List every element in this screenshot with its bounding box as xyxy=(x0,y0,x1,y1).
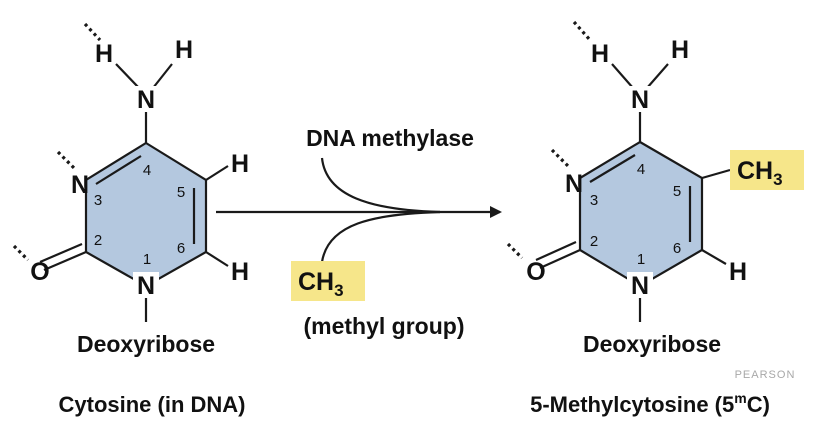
publisher-watermark: PEARSON xyxy=(735,369,796,381)
bond-amino-h xyxy=(115,63,140,89)
atom-backing xyxy=(134,86,158,112)
atom-o: O xyxy=(30,258,49,286)
hbond-n3 xyxy=(550,148,570,168)
double-bond-c2-o xyxy=(539,248,581,270)
ring-number-6: 6 xyxy=(673,240,681,257)
hbond-amino-h xyxy=(572,20,592,42)
ring-number-6: 6 xyxy=(177,240,185,257)
added-methyl-highlight xyxy=(730,150,804,190)
bond-amino-h2 xyxy=(152,63,173,89)
atom-h-amino-2: H xyxy=(671,36,689,64)
hbond-n3 xyxy=(56,150,76,170)
atom-h-amino-1: H xyxy=(95,40,113,68)
bond-amino-h xyxy=(611,63,634,89)
methylcytosine-molecule: N H H N O N H CH3 4 3 2 1 5 6 Deoxyribos… xyxy=(506,20,804,417)
ring-number-3: 3 xyxy=(94,192,102,209)
atom-backing xyxy=(133,272,159,298)
methyl-donor-highlight xyxy=(291,261,365,301)
atom-backing xyxy=(628,86,652,112)
atom-backing xyxy=(627,272,653,298)
atom-h6: H xyxy=(231,258,249,286)
hbond-o xyxy=(12,244,30,262)
bond-c5-methyl xyxy=(701,168,731,180)
bond-c5-h xyxy=(205,165,229,181)
added-methyl-formula: CH3 xyxy=(737,157,783,189)
ring-number-4: 4 xyxy=(637,161,645,178)
methyl-curve xyxy=(320,210,441,263)
atom-h5: H xyxy=(231,150,249,178)
reaction-arrow-group: DNA methylase CH3 (methyl group) xyxy=(216,125,502,339)
atom-h6: H xyxy=(729,258,747,286)
atom-h-amino-1: H xyxy=(591,40,609,68)
methyl-donor-formula: CH3 xyxy=(298,268,344,300)
methylcytosine-sugar-label: Deoxyribose xyxy=(583,331,721,357)
atom-n3: N xyxy=(71,171,89,199)
cytosine-sugar-label: Deoxyribose xyxy=(77,331,215,357)
cytosine-caption: Cytosine (in DNA) xyxy=(59,392,246,417)
atom-h-amino-2: H xyxy=(175,36,193,64)
methylcytosine-caption: 5-Methylcytosine (5mC) xyxy=(530,390,770,417)
bond-c6-h xyxy=(205,251,229,267)
methyl-group-note: (methyl group) xyxy=(304,313,465,339)
hbond-o xyxy=(506,242,524,260)
ring-number-4: 4 xyxy=(143,162,151,179)
double-bond-c4-n3 xyxy=(589,154,636,183)
hbond-amino-h xyxy=(83,22,102,42)
cytosine-molecule: N H H N O N H H 4 3 2 1 5 6 Deoxyribose … xyxy=(12,22,249,417)
ring-number-5: 5 xyxy=(673,183,681,200)
bond-amino-h2 xyxy=(646,63,669,89)
ring-number-2: 2 xyxy=(94,232,102,249)
atom-n-amino: N xyxy=(137,86,155,114)
atom-n3: N xyxy=(565,170,583,198)
double-bond-c2-o xyxy=(43,250,87,272)
ring-number-1: 1 xyxy=(143,251,151,268)
atom-n-amino: N xyxy=(631,86,649,114)
ring-number-5: 5 xyxy=(177,184,185,201)
ring-number-3: 3 xyxy=(590,192,598,209)
atom-o: O xyxy=(526,258,545,286)
ring-number-2: 2 xyxy=(590,233,598,250)
double-bond-c4-n3 xyxy=(95,155,142,185)
bond-c6-h xyxy=(701,249,727,265)
atom-n1: N xyxy=(631,272,649,300)
enzyme-curve xyxy=(320,157,441,214)
double-bond-c2-o-second xyxy=(535,240,577,262)
enzyme-label: DNA methylase xyxy=(306,125,474,151)
atom-n1: N xyxy=(137,272,155,300)
ring-number-1: 1 xyxy=(637,251,645,268)
double-bond-c2-o-second xyxy=(39,242,83,264)
